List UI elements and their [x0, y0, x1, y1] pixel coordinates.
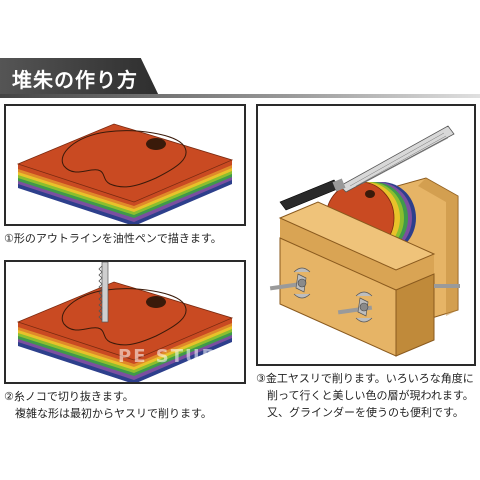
step3-panel: [256, 104, 476, 366]
step2-caption-line: ②糸ノコで切り抜きます。: [4, 390, 134, 403]
step2-caption: ②糸ノコで切り抜きます。 複雑な形は最初からヤスリで削ります。: [4, 388, 212, 422]
step2-caption-line: 複雑な形は最初からヤスリで削ります。: [4, 407, 212, 420]
step1-illustration: [16, 123, 234, 224]
palette-hole: [146, 296, 166, 308]
watermark: PE STUDIO: [118, 346, 245, 367]
step3-caption-line: ③金工ヤスリで削ります。いろいろな角度に: [256, 372, 474, 385]
step3-illustration: [269, 125, 460, 357]
step2-illustration: [16, 262, 234, 382]
layered-block: [16, 123, 234, 224]
wing-nut-icon: [269, 267, 311, 299]
title-banner: [0, 58, 160, 98]
step3-caption: ③金工ヤスリで削ります。いろいろな角度に 削って行くと美しい色の層が現われます。…: [256, 370, 474, 421]
step1-caption-line: ①形のアウトラインを油性ペンで描きます。: [4, 232, 222, 245]
saw-blade-icon: [98, 262, 109, 323]
metal-file-icon: [279, 125, 455, 211]
layered-block: [16, 281, 234, 382]
front-board: [278, 201, 436, 357]
bolt-end-icon: [434, 284, 460, 288]
wing-nut-icon: [337, 291, 373, 323]
step3-caption-line: 削って行くと美しい色の層が現われます。: [256, 389, 474, 402]
step3-caption-line: 又、グラインダーを使うのも便利です。: [256, 406, 464, 419]
step2-panel: [4, 260, 246, 384]
palette-hole: [146, 138, 166, 150]
step1-panel: [4, 104, 246, 226]
palette-outline: [61, 130, 187, 188]
title-underline: [0, 94, 480, 98]
page-title: 堆朱の作り方: [12, 68, 138, 92]
step1-caption: ①形のアウトラインを油性ペンで描きます。: [4, 230, 222, 247]
